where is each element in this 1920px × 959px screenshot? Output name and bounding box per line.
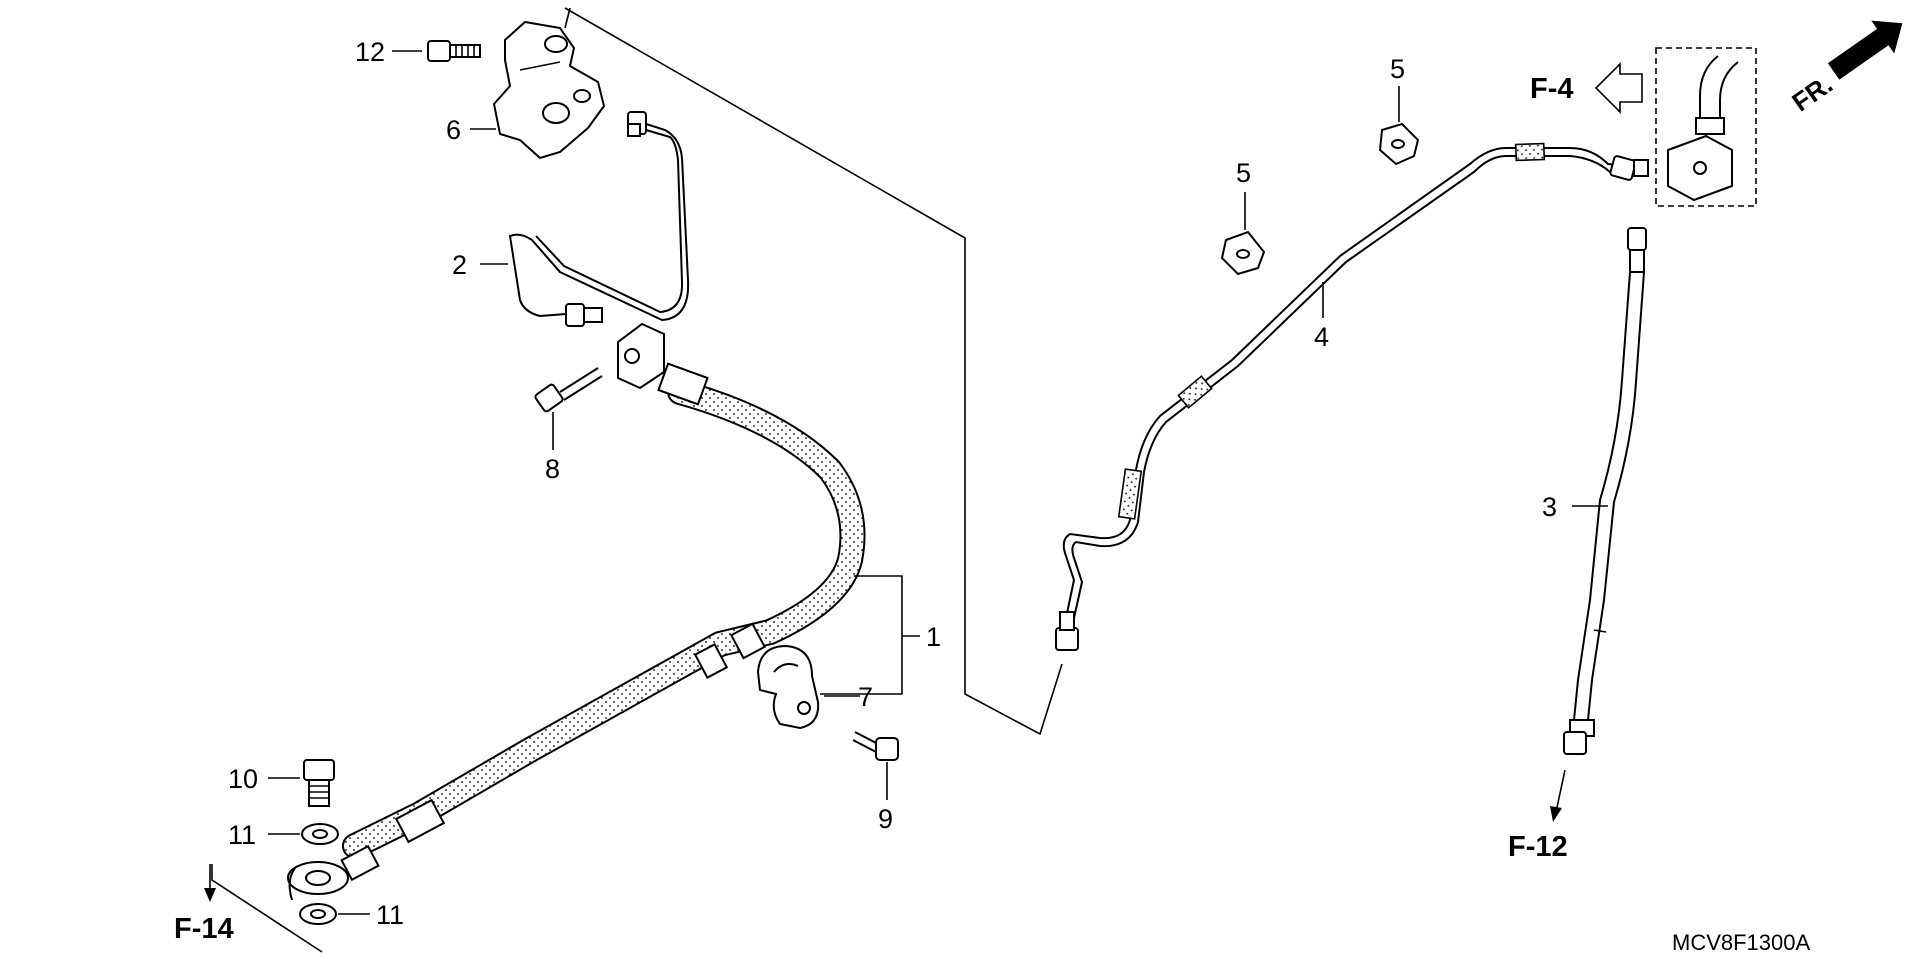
callout-6: 6 bbox=[446, 115, 461, 145]
inset-fitting bbox=[1655, 47, 1757, 207]
callout-5-lower: 5 bbox=[1236, 158, 1251, 188]
callout-12: 12 bbox=[355, 37, 385, 67]
part-10-bolt bbox=[303, 759, 335, 807]
part-11-washer-lower bbox=[299, 903, 337, 925]
front-marker: FR. bbox=[1786, 69, 1838, 118]
front-direction-arrow-icon bbox=[1827, 20, 1903, 80]
part-9-bolt bbox=[852, 731, 899, 761]
part-7-clamp bbox=[756, 644, 820, 730]
diagram-code: MCV8F1300A bbox=[1672, 930, 1811, 955]
callout-8: 8 bbox=[545, 454, 560, 484]
part-1-brake-hose bbox=[287, 322, 866, 901]
callout-9: 9 bbox=[878, 804, 893, 834]
part-11-washer-upper bbox=[301, 823, 339, 845]
ref-f4[interactable]: F-4 bbox=[1530, 73, 1574, 105]
part-4-brake-pipe bbox=[1055, 142, 1649, 651]
callout-10: 10 bbox=[228, 764, 258, 794]
part-5-clip-upper bbox=[1378, 122, 1420, 166]
callout-11-lower: 11 bbox=[376, 900, 404, 930]
callout-3: 3 bbox=[1542, 492, 1557, 522]
arrow-f14-icon bbox=[204, 888, 216, 902]
ref-f12[interactable]: F-12 bbox=[1508, 831, 1568, 863]
ref-f14[interactable]: F-14 bbox=[174, 913, 234, 945]
callout-5-upper: 5 bbox=[1390, 54, 1405, 84]
callout-4: 4 bbox=[1314, 322, 1329, 352]
part-2-brake-pipe bbox=[508, 111, 690, 327]
part-5-clip-lower bbox=[1220, 230, 1266, 276]
part-6-bracket bbox=[492, 7, 606, 160]
part-8-bolt bbox=[534, 367, 603, 413]
part-12-bolt bbox=[392, 40, 481, 62]
callout-1: 1 bbox=[926, 622, 941, 652]
callout-11-upper: 11 bbox=[228, 820, 256, 850]
callout-2: 2 bbox=[452, 250, 467, 280]
arrow-f12-icon bbox=[1550, 806, 1562, 822]
part-3-brake-hose bbox=[1563, 227, 1647, 755]
arrow-f4-icon bbox=[1594, 62, 1643, 114]
callout-7: 7 bbox=[858, 682, 873, 712]
